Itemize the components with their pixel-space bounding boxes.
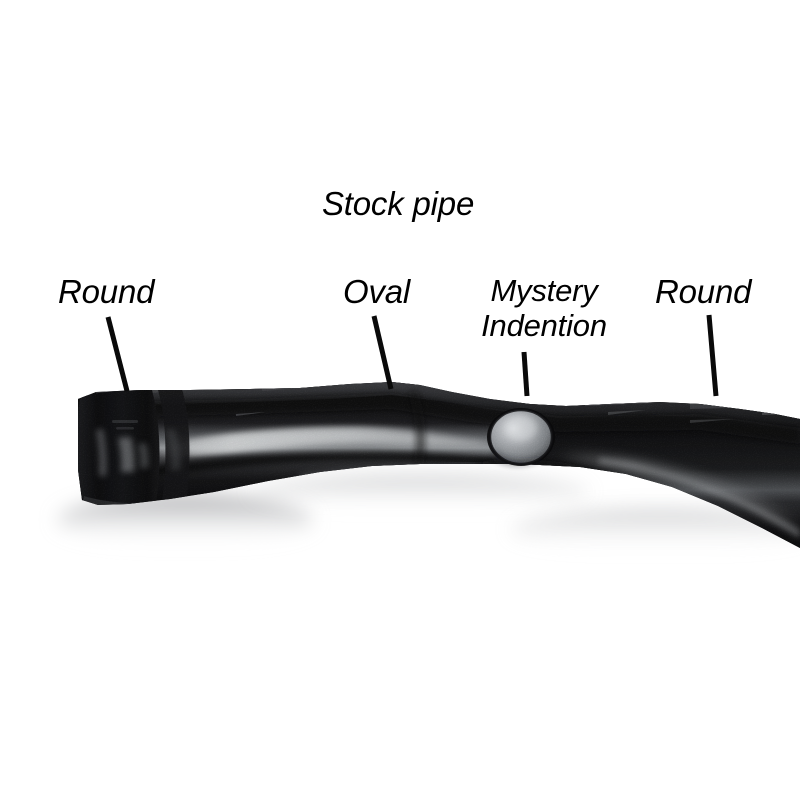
mystery-line-1: Mystery [490, 273, 598, 308]
annotation-label-round-right: Round [655, 273, 752, 310]
annotation-label-round-left: Round [58, 273, 155, 310]
figure-title: Stock pipe [322, 185, 475, 222]
pipe-drop-shadow [57, 474, 800, 552]
leader-line-oval [371, 315, 394, 390]
mystery-line-2: Indention [481, 307, 607, 343]
annotation-leader-lines [105, 314, 719, 397]
leader-line-mystery-indention [521, 351, 530, 397]
leader-line-round-right [706, 314, 719, 397]
leader-line-round-left [105, 316, 130, 392]
mystery-indention-feature [487, 408, 555, 466]
annotation-label-oval: Oval [343, 273, 411, 310]
